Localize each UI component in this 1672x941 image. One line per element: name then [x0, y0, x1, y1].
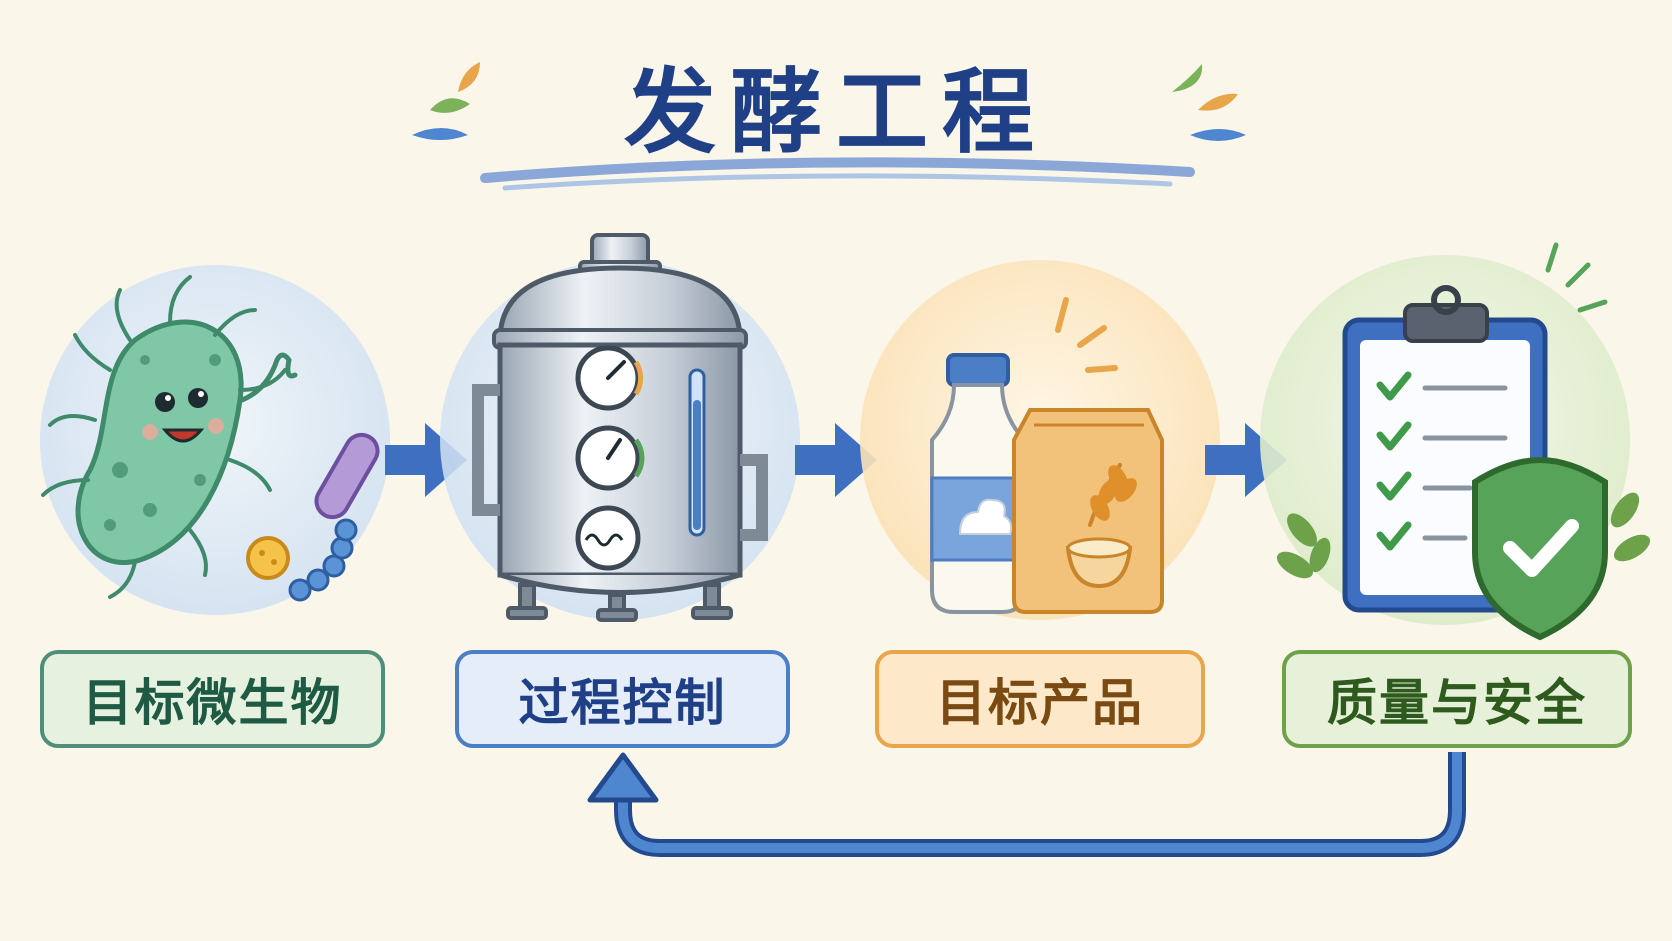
quality-illustration [1260, 242, 1651, 641]
title-decoration [412, 62, 1246, 191]
product-illustration [860, 260, 1220, 620]
stage-label-process-control: 过程控制 [455, 650, 790, 748]
arrow-2 [795, 423, 877, 497]
stage-label-quality-safety: 质量与安全 [1282, 650, 1632, 748]
fermenter-illustration [440, 233, 800, 622]
microbe-illustration [40, 265, 390, 615]
stage-label-product: 目标产品 [875, 650, 1205, 748]
arrow-1 [385, 423, 467, 497]
page-title: 发酵工程 [623, 59, 1048, 166]
stage-label-microbe: 目标微生物 [40, 650, 385, 748]
feedback-arrow [587, 752, 1466, 857]
arrow-3 [1205, 423, 1287, 497]
